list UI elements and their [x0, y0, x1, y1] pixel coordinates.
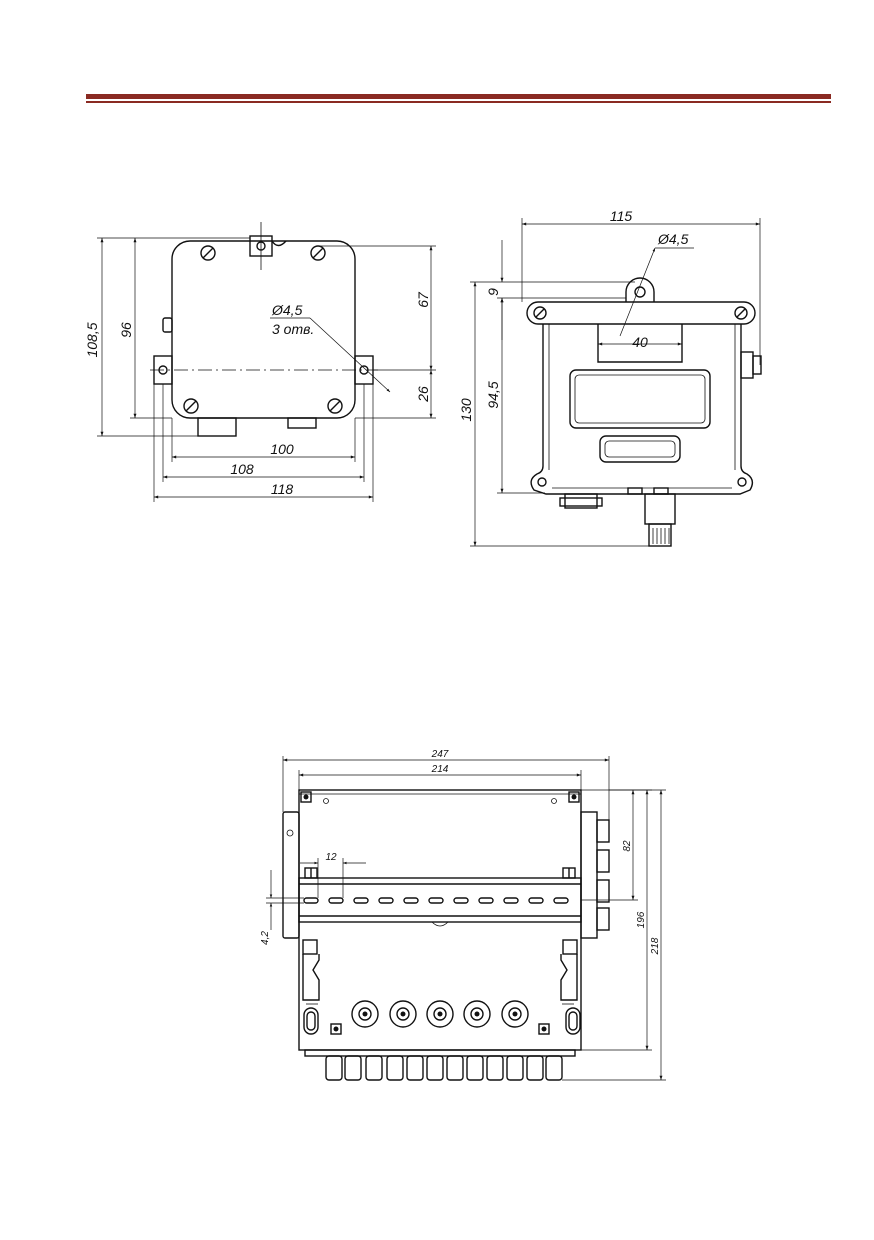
- dim-width-118: 118: [271, 481, 294, 497]
- bottom-gland: [197, 417, 237, 437]
- sensor-probe: [644, 493, 676, 525]
- dim-130: 130: [458, 398, 474, 422]
- hole-diameter-right: Ø4,5: [657, 231, 689, 247]
- right-side-plate: [580, 811, 598, 939]
- hole-count-label: 3 отв.: [272, 321, 314, 337]
- dim-axis-to-bottom: 26: [415, 386, 431, 403]
- bottom-cable-glands: [304, 1049, 576, 1081]
- dim-40: 40: [632, 334, 648, 350]
- dim-height-total: 108,5: [84, 322, 100, 357]
- dim-12: 12: [325, 852, 337, 863]
- display-window: [569, 369, 711, 429]
- dim-width-100: 100: [270, 441, 294, 457]
- dim-82: 82: [622, 840, 633, 852]
- hanging-lug: [625, 277, 655, 302]
- dim-top-to-axis: 67: [415, 291, 431, 308]
- dim-9: 9: [485, 288, 501, 296]
- top-rail: [526, 301, 756, 325]
- cable-gland-row: [351, 1000, 529, 1028]
- enclosure-body-front: [530, 324, 754, 495]
- dim-94-5: 94,5: [485, 381, 501, 408]
- bottom-view: 247 214 12 4,2 82 196 218: [260, 749, 666, 1081]
- dim-247: 247: [431, 749, 449, 760]
- enclosure-body-open: [298, 789, 582, 1051]
- left-view: 108,5 96 67 26 Ø4,5 3 отв. 100 108 118: [84, 222, 436, 502]
- dim-214: 214: [431, 764, 449, 775]
- dim-218: 218: [650, 937, 661, 955]
- dim-4-2: 4,2: [260, 931, 271, 945]
- screw-icon: [183, 245, 343, 414]
- hole-diameter-label: Ø4,5: [271, 302, 303, 318]
- header-rule: [86, 94, 831, 99]
- dim-height-inner: 96: [118, 322, 134, 338]
- dim-width-108: 108: [230, 461, 254, 477]
- dim-width-115: 115: [610, 208, 633, 224]
- din-rail-slots: [303, 897, 569, 904]
- enclosure-body: [171, 240, 356, 419]
- right-view: 115 Ø4,5 9 40 94,5 130: [458, 208, 762, 547]
- left-side-plate: [282, 811, 300, 939]
- dim-196: 196: [636, 911, 647, 928]
- button-slot: [599, 435, 681, 463]
- header-rule-thin: [86, 101, 831, 103]
